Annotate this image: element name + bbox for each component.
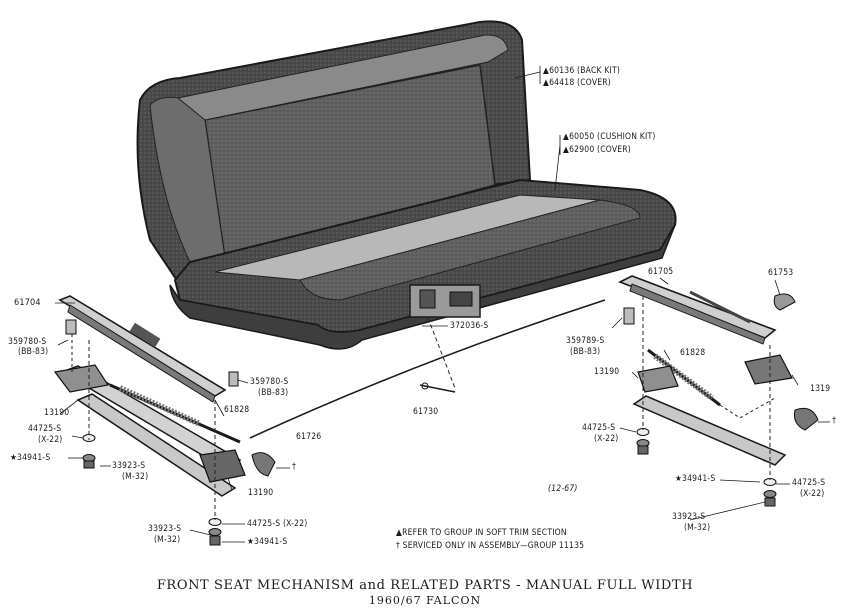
footnote-soft-trim: ▲REFER TO GROUP IN SOFT TRIM SECTION	[396, 528, 567, 538]
label-34941-bot: ★34941-S	[247, 537, 288, 547]
label-372036: 372036-S	[450, 321, 489, 331]
label-359789: 359789-S	[566, 336, 605, 346]
label-44725-right-1: 44725-S	[582, 423, 616, 433]
label-34941-right: ★34941-S	[675, 474, 716, 484]
seat-back	[136, 20, 532, 284]
diagram-caption-title: FRONT SEAT MECHANISM and RELATED PARTS -…	[156, 578, 694, 593]
label-bb83-left: (BB-83)	[18, 347, 49, 357]
label-34941-left: ★34941-S	[10, 453, 51, 463]
label-dagger-left: †	[292, 462, 297, 472]
label-60136-back-kit: ▲60136 (BACK KIT)	[543, 66, 621, 76]
label-62900-cover: ▲62900 (COVER)	[563, 145, 631, 155]
label-44725-left: 44725-S	[28, 424, 62, 434]
label-m32-left: (M-32)	[122, 472, 149, 482]
diagram-caption-subtitle: 1960/67 FALCON	[368, 594, 482, 607]
label-13190-right: 13190	[594, 367, 620, 377]
label-44725-right-2: 44725-S	[792, 478, 826, 488]
label-44725-bot: 44725-S (X-22)	[247, 519, 308, 529]
date-code: (12-67)	[548, 484, 578, 494]
cable-61726	[249, 299, 606, 439]
label-bb83-right: (BB-83)	[570, 347, 601, 357]
label-33923-bot: 33923-S	[148, 524, 182, 534]
label-dagger-right: †	[832, 416, 837, 426]
label-61753: 61753	[768, 268, 794, 278]
label-x22-right-2: (X-22)	[800, 489, 825, 499]
seat-cushion	[169, 178, 677, 350]
right-track-assembly	[618, 275, 819, 507]
label-61730: 61730	[413, 407, 439, 417]
label-13190-left: 13190	[44, 408, 70, 418]
label-33923-left: 33923-S	[112, 461, 146, 471]
label-m32-bot: (M-32)	[154, 535, 181, 545]
label-359780-left: 359780-S	[8, 337, 47, 347]
label-m32-right: (M-32)	[684, 523, 711, 533]
label-61828-left: 61828	[224, 405, 250, 415]
label-359780-mid: 359780-S	[250, 377, 289, 387]
label-61704: 61704	[14, 298, 41, 308]
label-13190-bottom: 13190	[248, 488, 274, 498]
label-61828-right: 61828	[680, 348, 706, 358]
label-60050-cushion-kit: ▲60050 (CUSHION KIT)	[563, 132, 656, 142]
label-33923-right: 33923-S	[672, 512, 706, 522]
label-1319-right: 1319	[810, 384, 831, 394]
label-x22-right-1: (X-22)	[594, 434, 619, 444]
label-61726: 61726	[296, 432, 322, 442]
label-bb83-mid: (BB-83)	[258, 388, 289, 398]
label-64418-cover: ▲64418 (COVER)	[543, 78, 611, 88]
footnote-serviced-assembly: † SERVICED ONLY IN ASSEMBLY—GROUP 11135	[396, 541, 585, 551]
left-track-assembly	[53, 295, 276, 546]
label-61705: 61705	[648, 267, 674, 277]
leader-lines	[55, 66, 830, 543]
label-x22-left: (X-22)	[38, 435, 63, 445]
